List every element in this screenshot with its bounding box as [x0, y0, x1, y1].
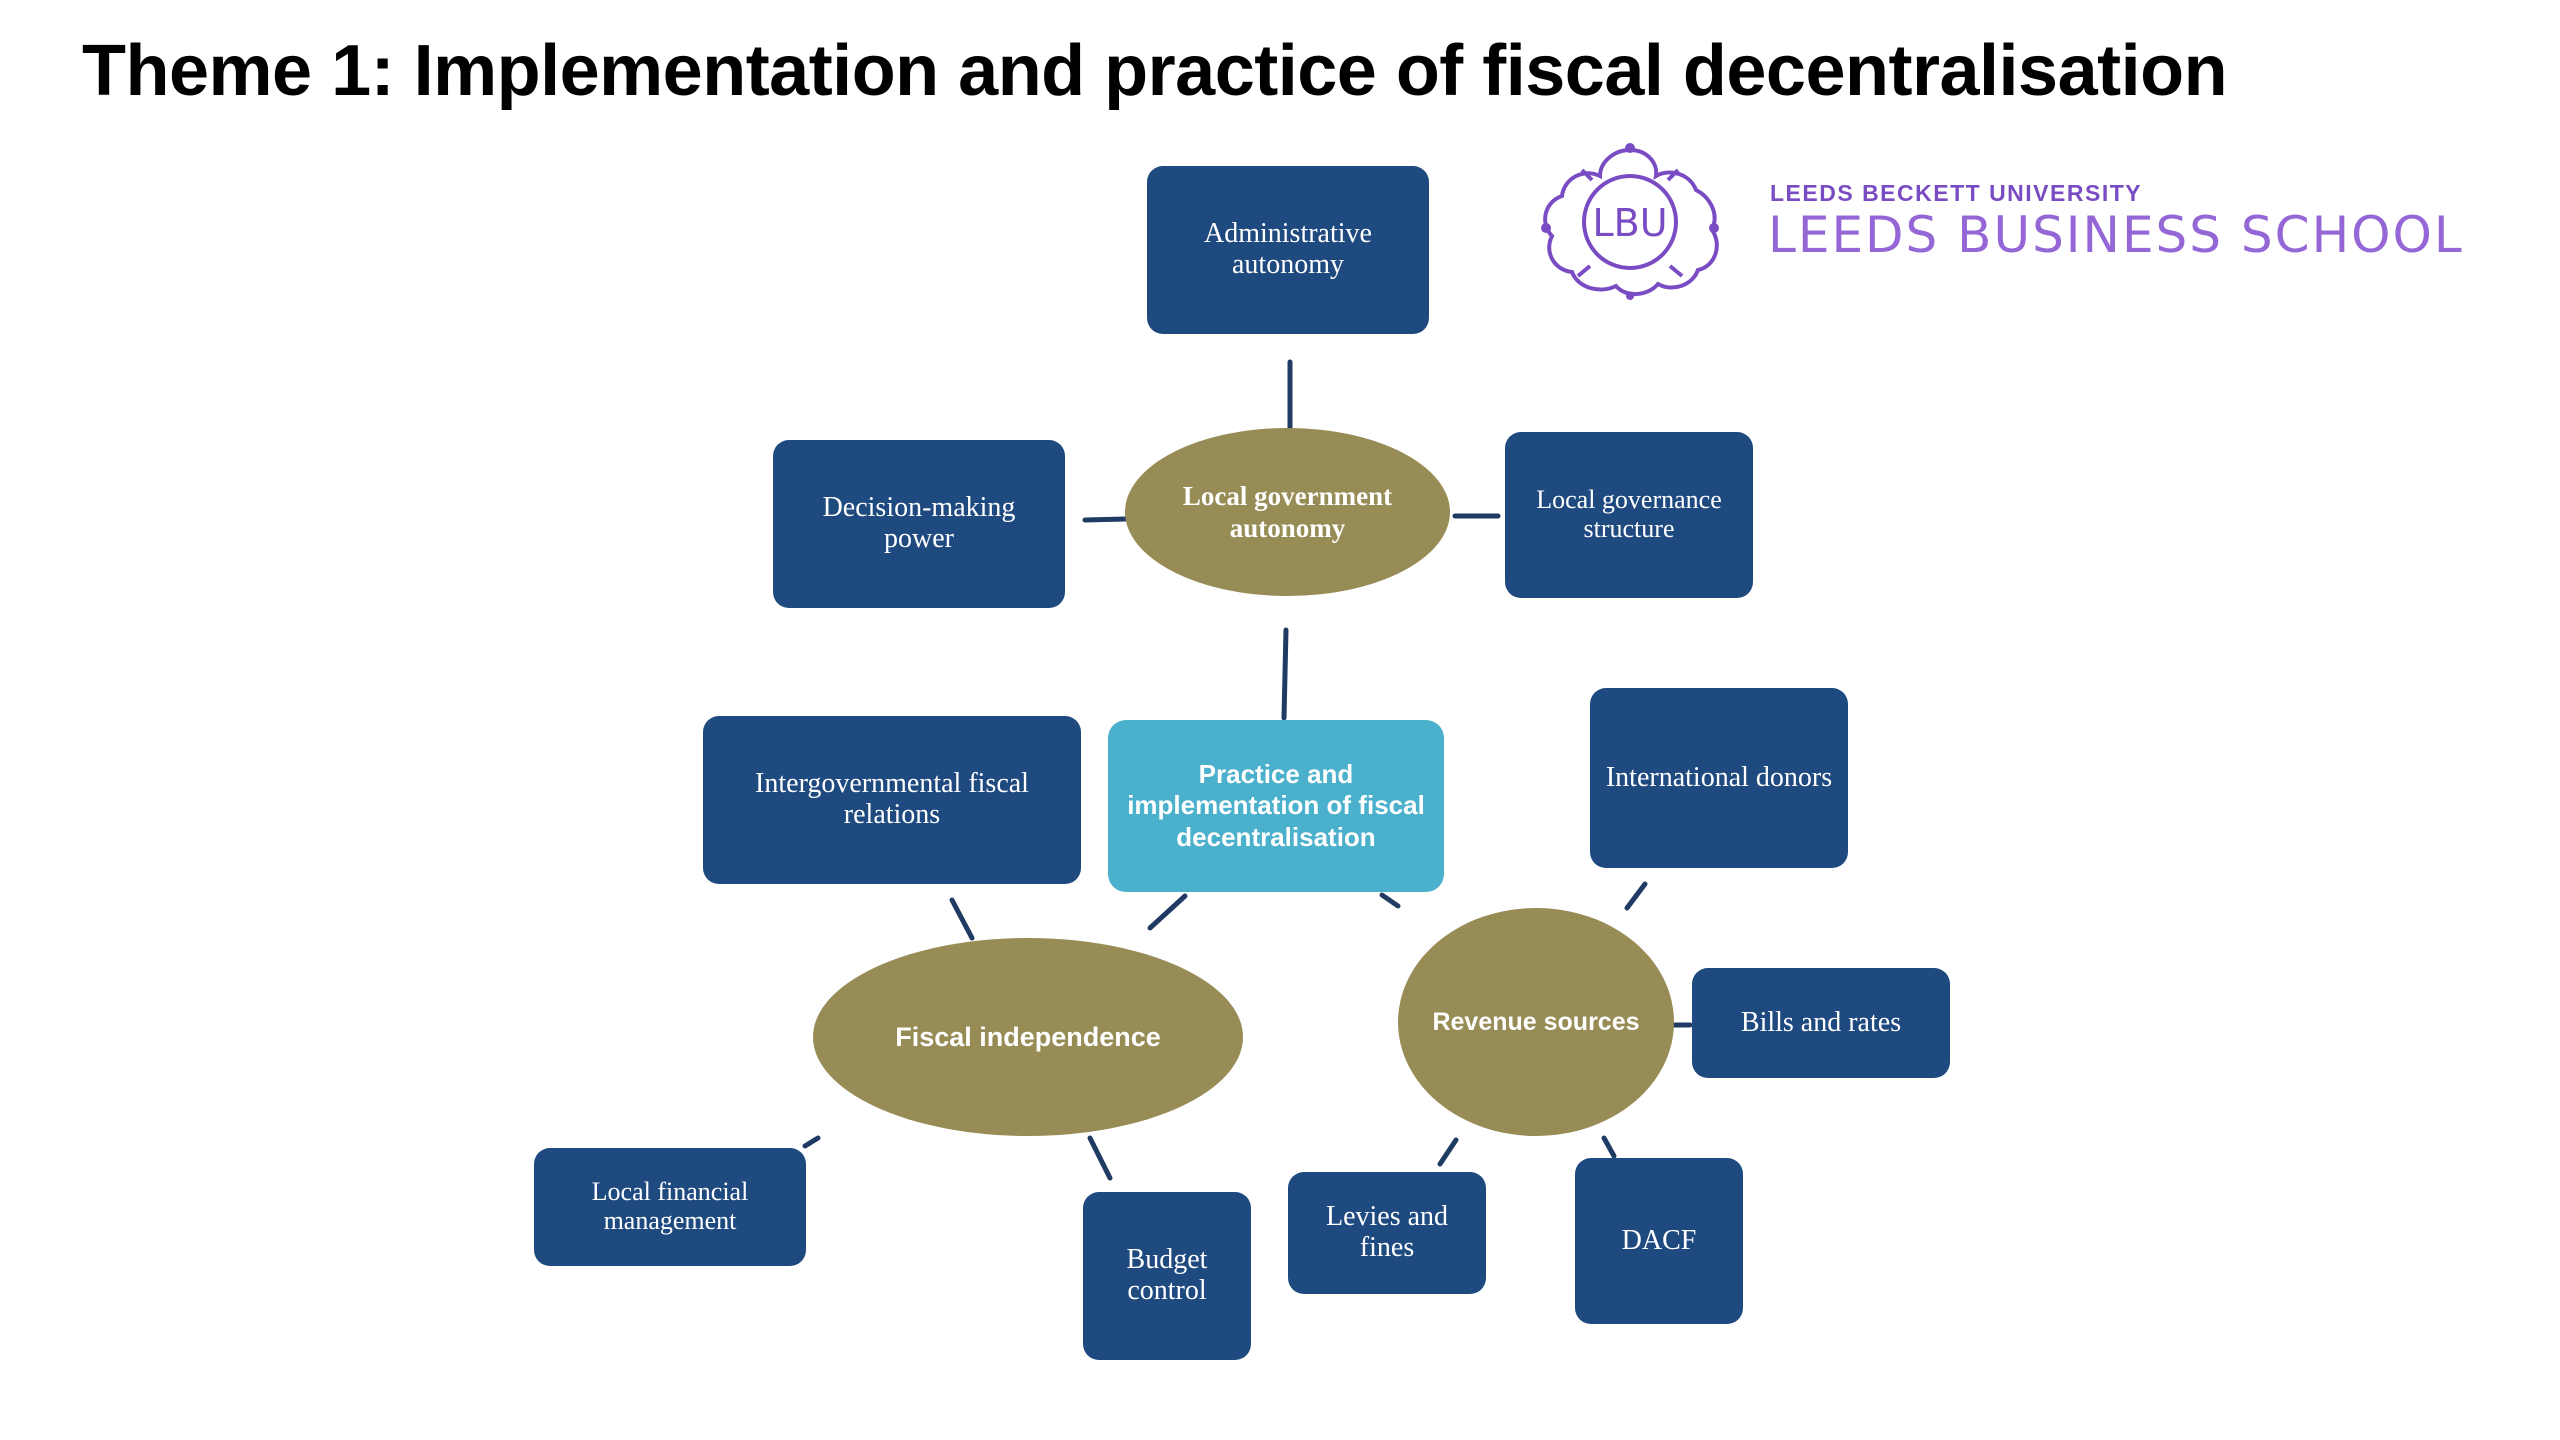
node-bills-and-rates: Bills and rates	[1692, 968, 1950, 1078]
node-levies-and-fines: Levies and fines	[1288, 1172, 1486, 1294]
rose-emblem-icon: LBU	[1541, 143, 1719, 300]
connector-revenue-to-levies	[1437, 1137, 1459, 1167]
connector-center-to-fiscal	[1147, 893, 1188, 931]
svg-text:LBU: LBU	[1592, 201, 1667, 245]
connector-center-to-revenue	[1379, 892, 1401, 909]
node-international-donors: International donors	[1590, 688, 1848, 868]
connector-autonomy-to-center	[1281, 627, 1289, 721]
hub-revenue-sources: Revenue sources	[1398, 908, 1674, 1136]
connector-fiscal-to-localfinance	[802, 1135, 821, 1149]
logo-school-name: LEEDS BUSINESS SCHOOL	[1768, 206, 2464, 264]
node-decision-making-power: Decision-making power	[773, 440, 1065, 608]
slide-title: Theme 1: Implementation and practice of …	[82, 31, 2228, 111]
center-practice-implementation: Practice and implementation of fiscal de…	[1108, 720, 1444, 892]
connector-donors-to-revenue	[1624, 881, 1648, 911]
node-local-governance-structure: Local governance structure	[1505, 432, 1753, 598]
logo-university-name: LEEDS BECKETT UNIVERSITY	[1770, 180, 2143, 206]
node-local-financial-management: Local financial management	[534, 1148, 806, 1266]
node-budget-control: Budget control	[1083, 1192, 1251, 1360]
connector-fiscal-to-budget	[1087, 1135, 1113, 1181]
hub-fiscal-independence: Fiscal independence	[813, 938, 1243, 1136]
hub-local-government-autonomy: Local government autonomy	[1125, 428, 1450, 596]
node-administrative-autonomy: Administrative autonomy	[1147, 166, 1429, 334]
university-logo: LBU LEEDS BECKETT UNIVERSITY LEEDS BUSIN…	[1530, 140, 2520, 300]
connector-intergov-to-fiscal	[949, 897, 975, 941]
node-dacf: DACF	[1575, 1158, 1743, 1324]
connector-revenue-to-dacf	[1601, 1135, 1617, 1159]
node-intergovernmental-fiscal-relations: Intergovernmental fiscal relations	[703, 716, 1081, 884]
connector-decision-to-autonomy	[1082, 516, 1128, 523]
